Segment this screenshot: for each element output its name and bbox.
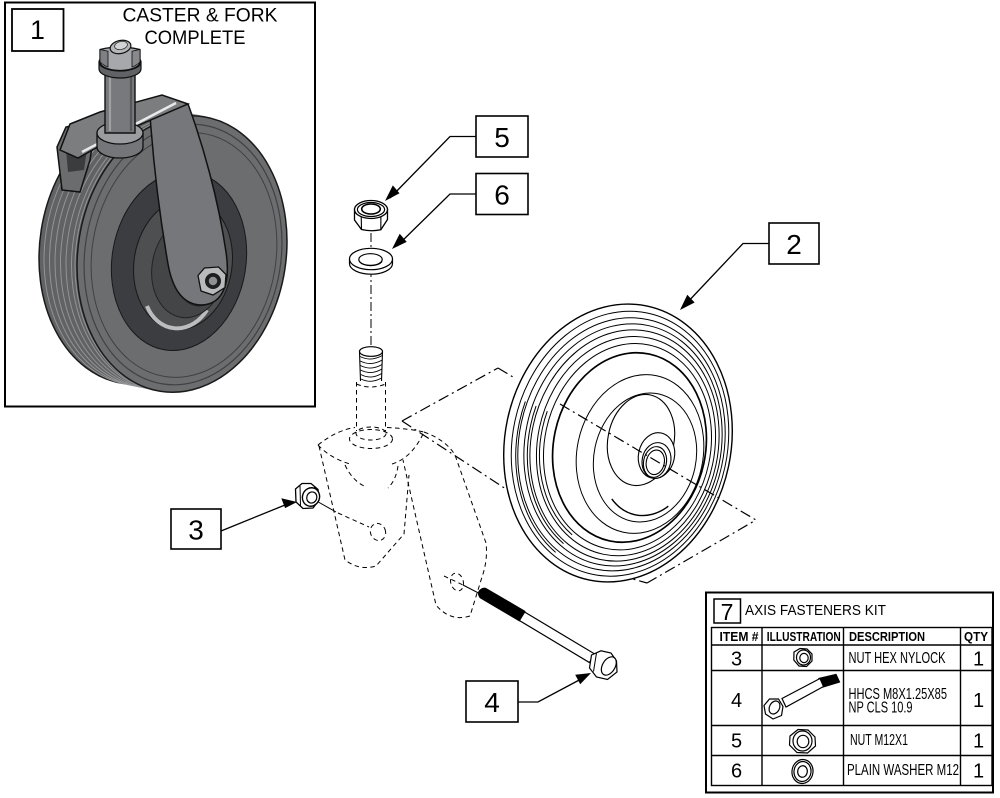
svg-text:1: 1 (973, 761, 984, 783)
svg-text:4: 4 (731, 690, 742, 712)
svg-text:6: 6 (494, 180, 510, 211)
svg-text:1: 1 (30, 15, 45, 45)
svg-text:3: 3 (731, 649, 742, 671)
svg-text:QTY: QTY (964, 629, 988, 644)
svg-text:ILLUSTRATION: ILLUSTRATION (767, 629, 841, 644)
svg-text:DESCRIPTION: DESCRIPTION (849, 629, 925, 644)
svg-text:1: 1 (973, 690, 984, 712)
svg-text:AXIS FASTENERS KIT: AXIS FASTENERS KIT (745, 603, 886, 619)
svg-text:1: 1 (973, 731, 984, 753)
svg-text:5: 5 (731, 731, 742, 753)
svg-text:HHCS M8X1.25X85: HHCS M8X1.25X85 (849, 686, 948, 703)
svg-text:CASTER & FORK: CASTER & FORK (123, 5, 278, 27)
svg-text:NUT HEX NYLOCK: NUT HEX NYLOCK (849, 650, 946, 667)
svg-text:PLAIN WASHER M12: PLAIN WASHER M12 (847, 762, 959, 779)
svg-text:6: 6 (731, 761, 742, 783)
svg-text:ITEM #: ITEM # (720, 629, 760, 644)
svg-text:NUT M12X1: NUT M12X1 (850, 732, 908, 749)
svg-text:4: 4 (484, 687, 500, 718)
svg-text:2: 2 (786, 229, 802, 260)
svg-text:NP CLS 10.9: NP CLS 10.9 (849, 700, 913, 717)
svg-text:1: 1 (973, 649, 984, 671)
svg-text:5: 5 (494, 122, 510, 153)
svg-text:3: 3 (188, 515, 204, 546)
svg-text:7: 7 (721, 599, 734, 625)
svg-text:COMPLETE: COMPLETE (145, 27, 246, 49)
